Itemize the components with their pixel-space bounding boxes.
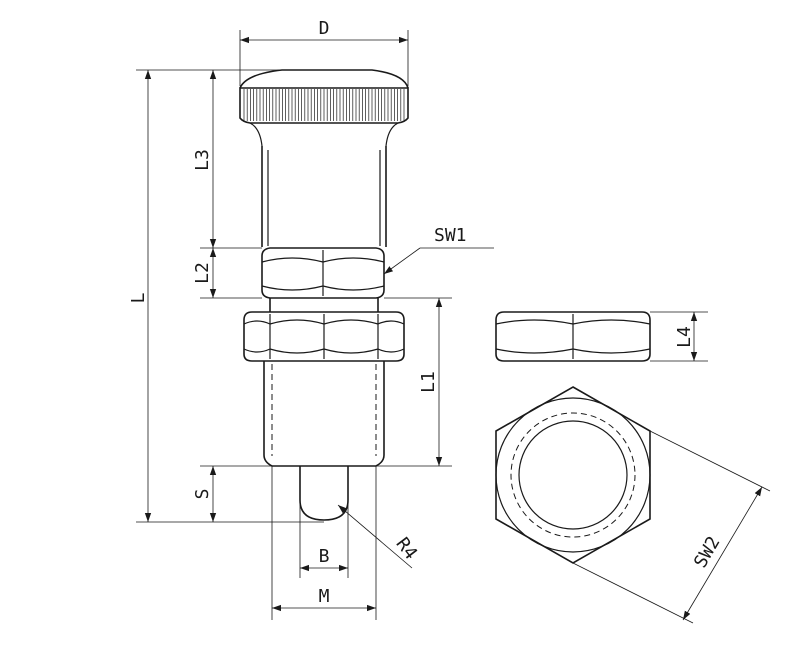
knob-knurling [243, 89, 405, 121]
sleeve-inner-lines [267, 150, 381, 246]
lock-nut-lower [243, 311, 405, 362]
label-L2: L2 [192, 262, 213, 284]
dim-M: M [271, 466, 377, 620]
knob-neck [249, 122, 399, 147]
dim-L1: L1 [376, 297, 452, 467]
label-L1: L1 [418, 371, 439, 393]
label-L: L [128, 292, 149, 303]
label-L3: L3 [192, 149, 213, 171]
dim-R4: R4 [337, 504, 421, 569]
dim-SW1: SW1 [383, 225, 494, 275]
dim-L4: L4 [650, 311, 708, 362]
dim-D: D [239, 18, 409, 86]
label-B: B [319, 546, 330, 567]
label-S: S [192, 489, 213, 500]
sleeve [261, 146, 387, 247]
label-L4: L4 [674, 326, 695, 348]
hex-nut-upper [261, 247, 385, 299]
dim-S: S [192, 465, 272, 522]
dim-L: L [128, 69, 324, 523]
label-D: D [319, 18, 330, 39]
label-M: M [319, 586, 330, 607]
dim-L3: L3 [192, 70, 217, 248]
knob-dome [239, 69, 409, 89]
label-SW2: SW2 [690, 533, 724, 572]
dim-L2: L2 [192, 247, 262, 299]
nut-side-view [495, 311, 651, 362]
label-R4: R4 [391, 534, 421, 564]
label-SW1: SW1 [434, 225, 467, 246]
dim-B: B [299, 466, 349, 578]
plunger-pin [299, 466, 349, 521]
threaded-shank [263, 361, 385, 467]
knob [239, 69, 409, 147]
nut-top-view [495, 386, 651, 564]
dim-SW2: SW2 [572, 430, 771, 624]
collar [269, 298, 379, 312]
plunger-body [261, 146, 387, 247]
